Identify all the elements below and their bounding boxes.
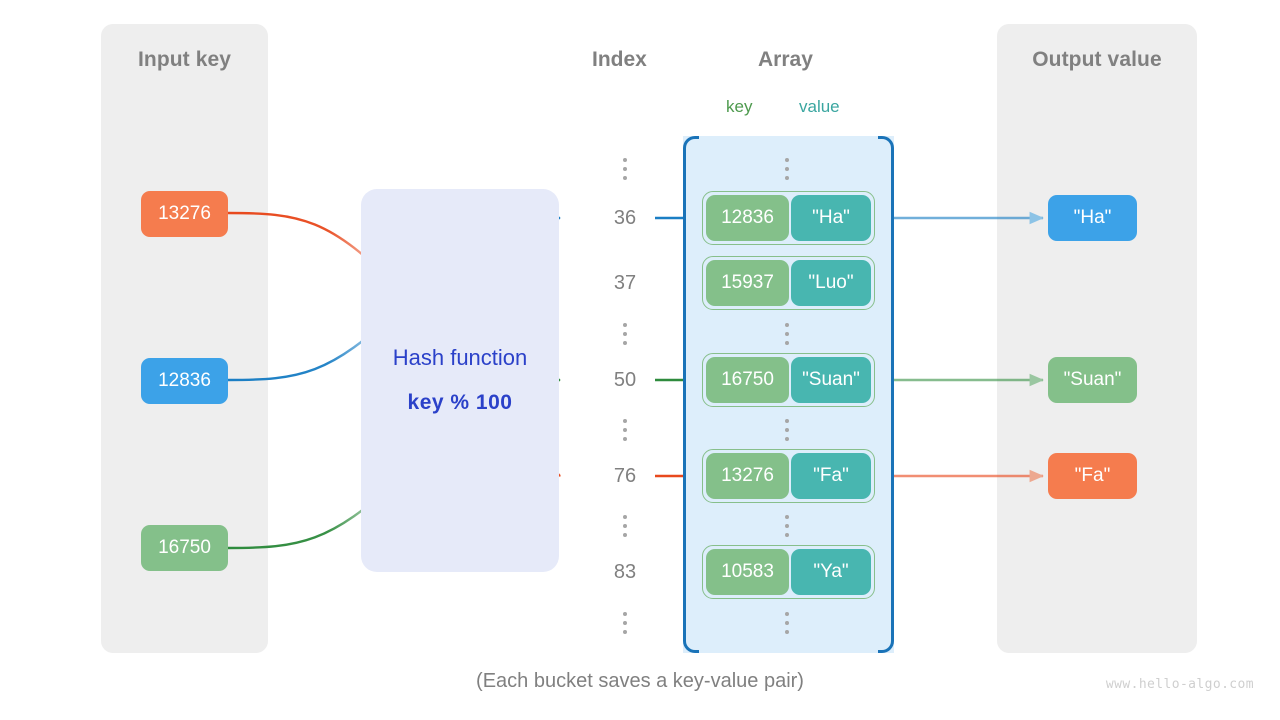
watermark-url: www.hello-algo.com xyxy=(1105,677,1254,692)
index-label-50: 50 xyxy=(613,369,637,391)
bucket-36[interactable]: 12836 "Ha" xyxy=(702,191,875,245)
array-ellipsis-bottom xyxy=(760,612,814,634)
output-value-panel: Output value xyxy=(997,24,1197,653)
output-value-ha[interactable]: "Ha" xyxy=(1048,195,1137,241)
index-ellipsis-3 xyxy=(598,419,652,441)
index-ellipsis-2 xyxy=(598,323,652,345)
index-label-37: 37 xyxy=(613,272,637,294)
index-ellipsis-top xyxy=(598,158,652,180)
bucket-50[interactable]: 16750 "Suan" xyxy=(702,353,875,407)
hash-function-box xyxy=(361,189,559,572)
array-ellipsis-3 xyxy=(760,419,814,441)
index-label-83: 83 xyxy=(613,561,637,583)
array-ellipsis-top xyxy=(760,158,814,180)
bucket-76[interactable]: 13276 "Fa" xyxy=(702,449,875,503)
input-key-13276[interactable]: 13276 xyxy=(141,191,228,237)
bucket-50-value: "Suan" xyxy=(791,357,871,403)
index-label-76: 76 xyxy=(613,465,637,487)
bucket-76-key: 13276 xyxy=(706,453,789,499)
key-column-label: key xyxy=(726,97,753,116)
input-key-16750[interactable]: 16750 xyxy=(141,525,228,571)
output-value-fa[interactable]: "Fa" xyxy=(1048,453,1137,499)
bucket-37-value: "Luo" xyxy=(791,260,871,306)
bucket-83-value: "Ya" xyxy=(791,549,871,595)
input-key-12836[interactable]: 12836 xyxy=(141,358,228,404)
index-label-36: 36 xyxy=(613,207,637,229)
bucket-76-value: "Fa" xyxy=(791,453,871,499)
input-panel-title: Input key xyxy=(137,48,232,71)
bucket-83-key: 10583 xyxy=(706,549,789,595)
bucket-50-key: 16750 xyxy=(706,357,789,403)
array-ellipsis-2 xyxy=(760,323,814,345)
bucket-37[interactable]: 15937 "Luo" xyxy=(702,256,875,310)
value-column-label: value xyxy=(799,97,840,116)
array-ellipsis-4 xyxy=(760,515,814,537)
array-column-title: Array xyxy=(758,48,813,71)
bucket-36-key: 12836 xyxy=(706,195,789,241)
index-ellipsis-4 xyxy=(598,515,652,537)
output-value-suan[interactable]: "Suan" xyxy=(1048,357,1137,403)
diagram-caption: (Each bucket saves a key-value pair) xyxy=(476,670,804,692)
index-column-title: Index xyxy=(592,48,647,71)
bucket-37-key: 15937 xyxy=(706,260,789,306)
output-panel-title: Output value xyxy=(1032,48,1162,71)
bucket-36-value: "Ha" xyxy=(791,195,871,241)
bucket-83[interactable]: 10583 "Ya" xyxy=(702,545,875,599)
index-ellipsis-bottom xyxy=(598,612,652,634)
